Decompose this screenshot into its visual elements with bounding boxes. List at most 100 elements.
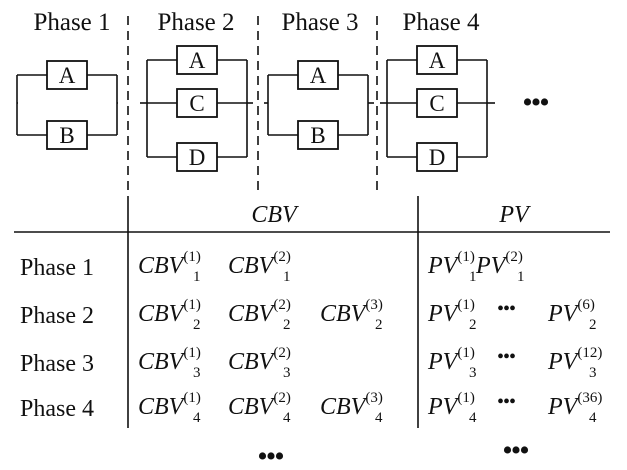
- row-phase-3-pv-first-base: PV: [427, 349, 460, 375]
- phase-3-component-a-box: [297, 60, 339, 90]
- row-phase-4-cbv-3-subscript: 4: [375, 410, 383, 426]
- phase-4-title: Phase 4: [402, 9, 480, 36]
- row-phase-3-pv-last-base: PV: [547, 349, 580, 375]
- row-phase-3-cbv-2: CBV(2): [228, 345, 291, 375]
- row-phase-4-pv-last-subscript: 4: [589, 410, 597, 426]
- row-phase-4-cbv-2-base: CBV: [228, 394, 276, 420]
- row-phase-2-pv-ellipsis: •••: [497, 298, 515, 320]
- row-phase-2-cbv-1-subscript: 2: [193, 317, 201, 333]
- phase-4-component-d-box: [416, 142, 458, 172]
- phase-4-component-d-label: D: [429, 145, 446, 170]
- row-phase-4-pv-first-subscript: 4: [469, 410, 477, 426]
- row-phase-4-cbv-1: CBV(1): [138, 390, 201, 420]
- row-phase-2-pv-last-subscript: 2: [589, 317, 597, 333]
- row-phase-3-cbv-1: CBV(1): [138, 345, 201, 375]
- row-phase-3-cbv-2-superscript: (2): [273, 345, 291, 361]
- row-phase-2-cbv-3-base: CBV: [320, 301, 368, 327]
- row-phase-1-pv-2-base: PV: [475, 253, 508, 279]
- row-phase-3-cbv-2-base: CBV: [228, 349, 276, 375]
- row-phase-2-label: Phase 2: [20, 303, 94, 329]
- row-phase-2-pv-last: PV(6): [547, 297, 595, 327]
- row-phase-1-label: Phase 1: [20, 255, 94, 281]
- row-phase-1-pv-1-superscript: (1): [457, 249, 475, 265]
- row-phase-2-pv-first: PV(1): [427, 297, 475, 327]
- row-phase-4-label: Phase 4: [20, 396, 94, 422]
- row-phase-2-pv-first-superscript: (1): [457, 297, 475, 313]
- row-phase-3-pv-ellipsis: •••: [497, 346, 515, 368]
- row-phase-4-pv-first: PV(1): [427, 390, 475, 420]
- row-phase-1-cbv-1-superscript: (1): [183, 249, 201, 265]
- row-phase-3-cbv-1-subscript: 3: [193, 365, 201, 381]
- phase-3-title: Phase 3: [281, 9, 358, 36]
- phase-4-component-c-box: [416, 88, 458, 118]
- row-phase-2-pv-last-superscript: (6): [577, 297, 595, 313]
- phase-2-component-c-label: C: [189, 91, 204, 116]
- row-phase-2-pv-last-base: PV: [547, 301, 580, 327]
- row-phase-1-pv-1-subscript: 1: [469, 269, 477, 285]
- row-phase-3-pv-last-superscript: (12): [577, 345, 602, 361]
- phase-4-component-a-box: [416, 45, 458, 75]
- phase-2-component-d-label: D: [189, 145, 206, 170]
- row-phase-4-pv-last-base: PV: [547, 394, 580, 420]
- row-phase-3-label: Phase 3: [20, 351, 94, 377]
- row-phase-4-cbv-2-superscript: (2): [273, 390, 291, 406]
- row-phase-4-pv-ellipsis: •••: [497, 391, 515, 413]
- phase-4-component-a-label: A: [429, 48, 446, 73]
- row-phase-1-pv-2-subscript: 1: [517, 269, 525, 285]
- phase-2-component-a-label: A: [189, 48, 206, 73]
- row-phase-4-cbv-1-superscript: (1): [183, 390, 201, 406]
- phase-1-component-a-label: A: [59, 63, 76, 88]
- row-phase-1-cbv-1-subscript: 1: [193, 269, 201, 285]
- row-phase-2-cbv-1: CBV(1): [138, 297, 201, 327]
- row-phase-4-cbv-2-subscript: 4: [283, 410, 291, 426]
- phase-3-component-b-box: [297, 120, 339, 150]
- row-phase-4-cbv-3-superscript: (3): [365, 390, 383, 406]
- row-phase-1-cbv-1: CBV(1): [138, 249, 201, 279]
- phase-2-component-c-box: [176, 88, 218, 118]
- row-phase-4-cbv-1-subscript: 4: [193, 410, 201, 426]
- row-phase-2-cbv-3-subscript: 2: [375, 317, 383, 333]
- row-phase-2-cbv-2-superscript: (2): [273, 297, 291, 313]
- row-phase-1-cbv-2-base: CBV: [228, 253, 276, 279]
- row-phase-1-cbv-2-superscript: (2): [273, 249, 291, 265]
- row-phase-4-cbv-2: CBV(2): [228, 390, 291, 420]
- row-phase-1-pv-1-base: PV: [427, 253, 460, 279]
- row-phase-1-pv-1: PV(1): [427, 249, 475, 279]
- row-phase-2-cbv-2-subscript: 2: [283, 317, 291, 333]
- row-phase-2-cbv-1-superscript: (1): [183, 297, 201, 313]
- row-phase-3-cbv-1-superscript: (1): [183, 345, 201, 361]
- row-phase-2-cbv-3-superscript: (3): [365, 297, 383, 313]
- row-phase-1-cbv-2: CBV(2): [228, 249, 291, 279]
- row-phase-3-pv-first: PV(1): [427, 345, 475, 375]
- phase-2-title: Phase 2: [157, 9, 234, 36]
- row-phase-4-pv-first-superscript: (1): [457, 390, 475, 406]
- row-phase-2-pv-first-subscript: 2: [469, 317, 477, 333]
- row-phase-2-cbv-1-base: CBV: [138, 301, 186, 327]
- row-phase-3-cbv-1-base: CBV: [138, 349, 186, 375]
- row-phase-3-pv-first-superscript: (1): [457, 345, 475, 361]
- row-phase-4-pv-first-base: PV: [427, 394, 460, 420]
- row-phase-3-pv-last: PV(12): [547, 345, 602, 375]
- row-phase-3-pv-last-subscript: 3: [589, 365, 597, 381]
- row-phase-1-pv-2: PV(2): [475, 249, 523, 279]
- row-phase-4-cbv-3-base: CBV: [320, 394, 368, 420]
- row-phase-2-cbv-3: CBV(3): [320, 297, 383, 327]
- row-phase-1-cbv-1-base: CBV: [138, 253, 186, 279]
- more-phases-ellipsis: •••: [522, 86, 548, 119]
- row-phase-1-pv-2-superscript: (2): [505, 249, 523, 265]
- phase-3-component-b-label: B: [310, 123, 325, 148]
- phase-4-component-c-label: C: [429, 91, 444, 116]
- phase-1-component-b-label: B: [59, 123, 74, 148]
- row-phase-2-cbv-2: CBV(2): [228, 297, 291, 327]
- cbv-more-ellipsis: •••: [257, 440, 283, 470]
- row-phase-2-pv-first-base: PV: [427, 301, 460, 327]
- cbv-column-header: CBV: [251, 202, 299, 228]
- row-phase-4-pv-last: PV(36): [547, 390, 602, 420]
- row-phase-4-pv-last-superscript: (36): [577, 390, 602, 406]
- phase-2-component-a-box: [176, 45, 218, 75]
- pv-more-ellipsis: •••: [502, 434, 528, 467]
- row-phase-4-cbv-3: CBV(3): [320, 390, 383, 420]
- phase-2-component-d-box: [176, 142, 218, 172]
- phase-1-component-b-box: [46, 120, 88, 150]
